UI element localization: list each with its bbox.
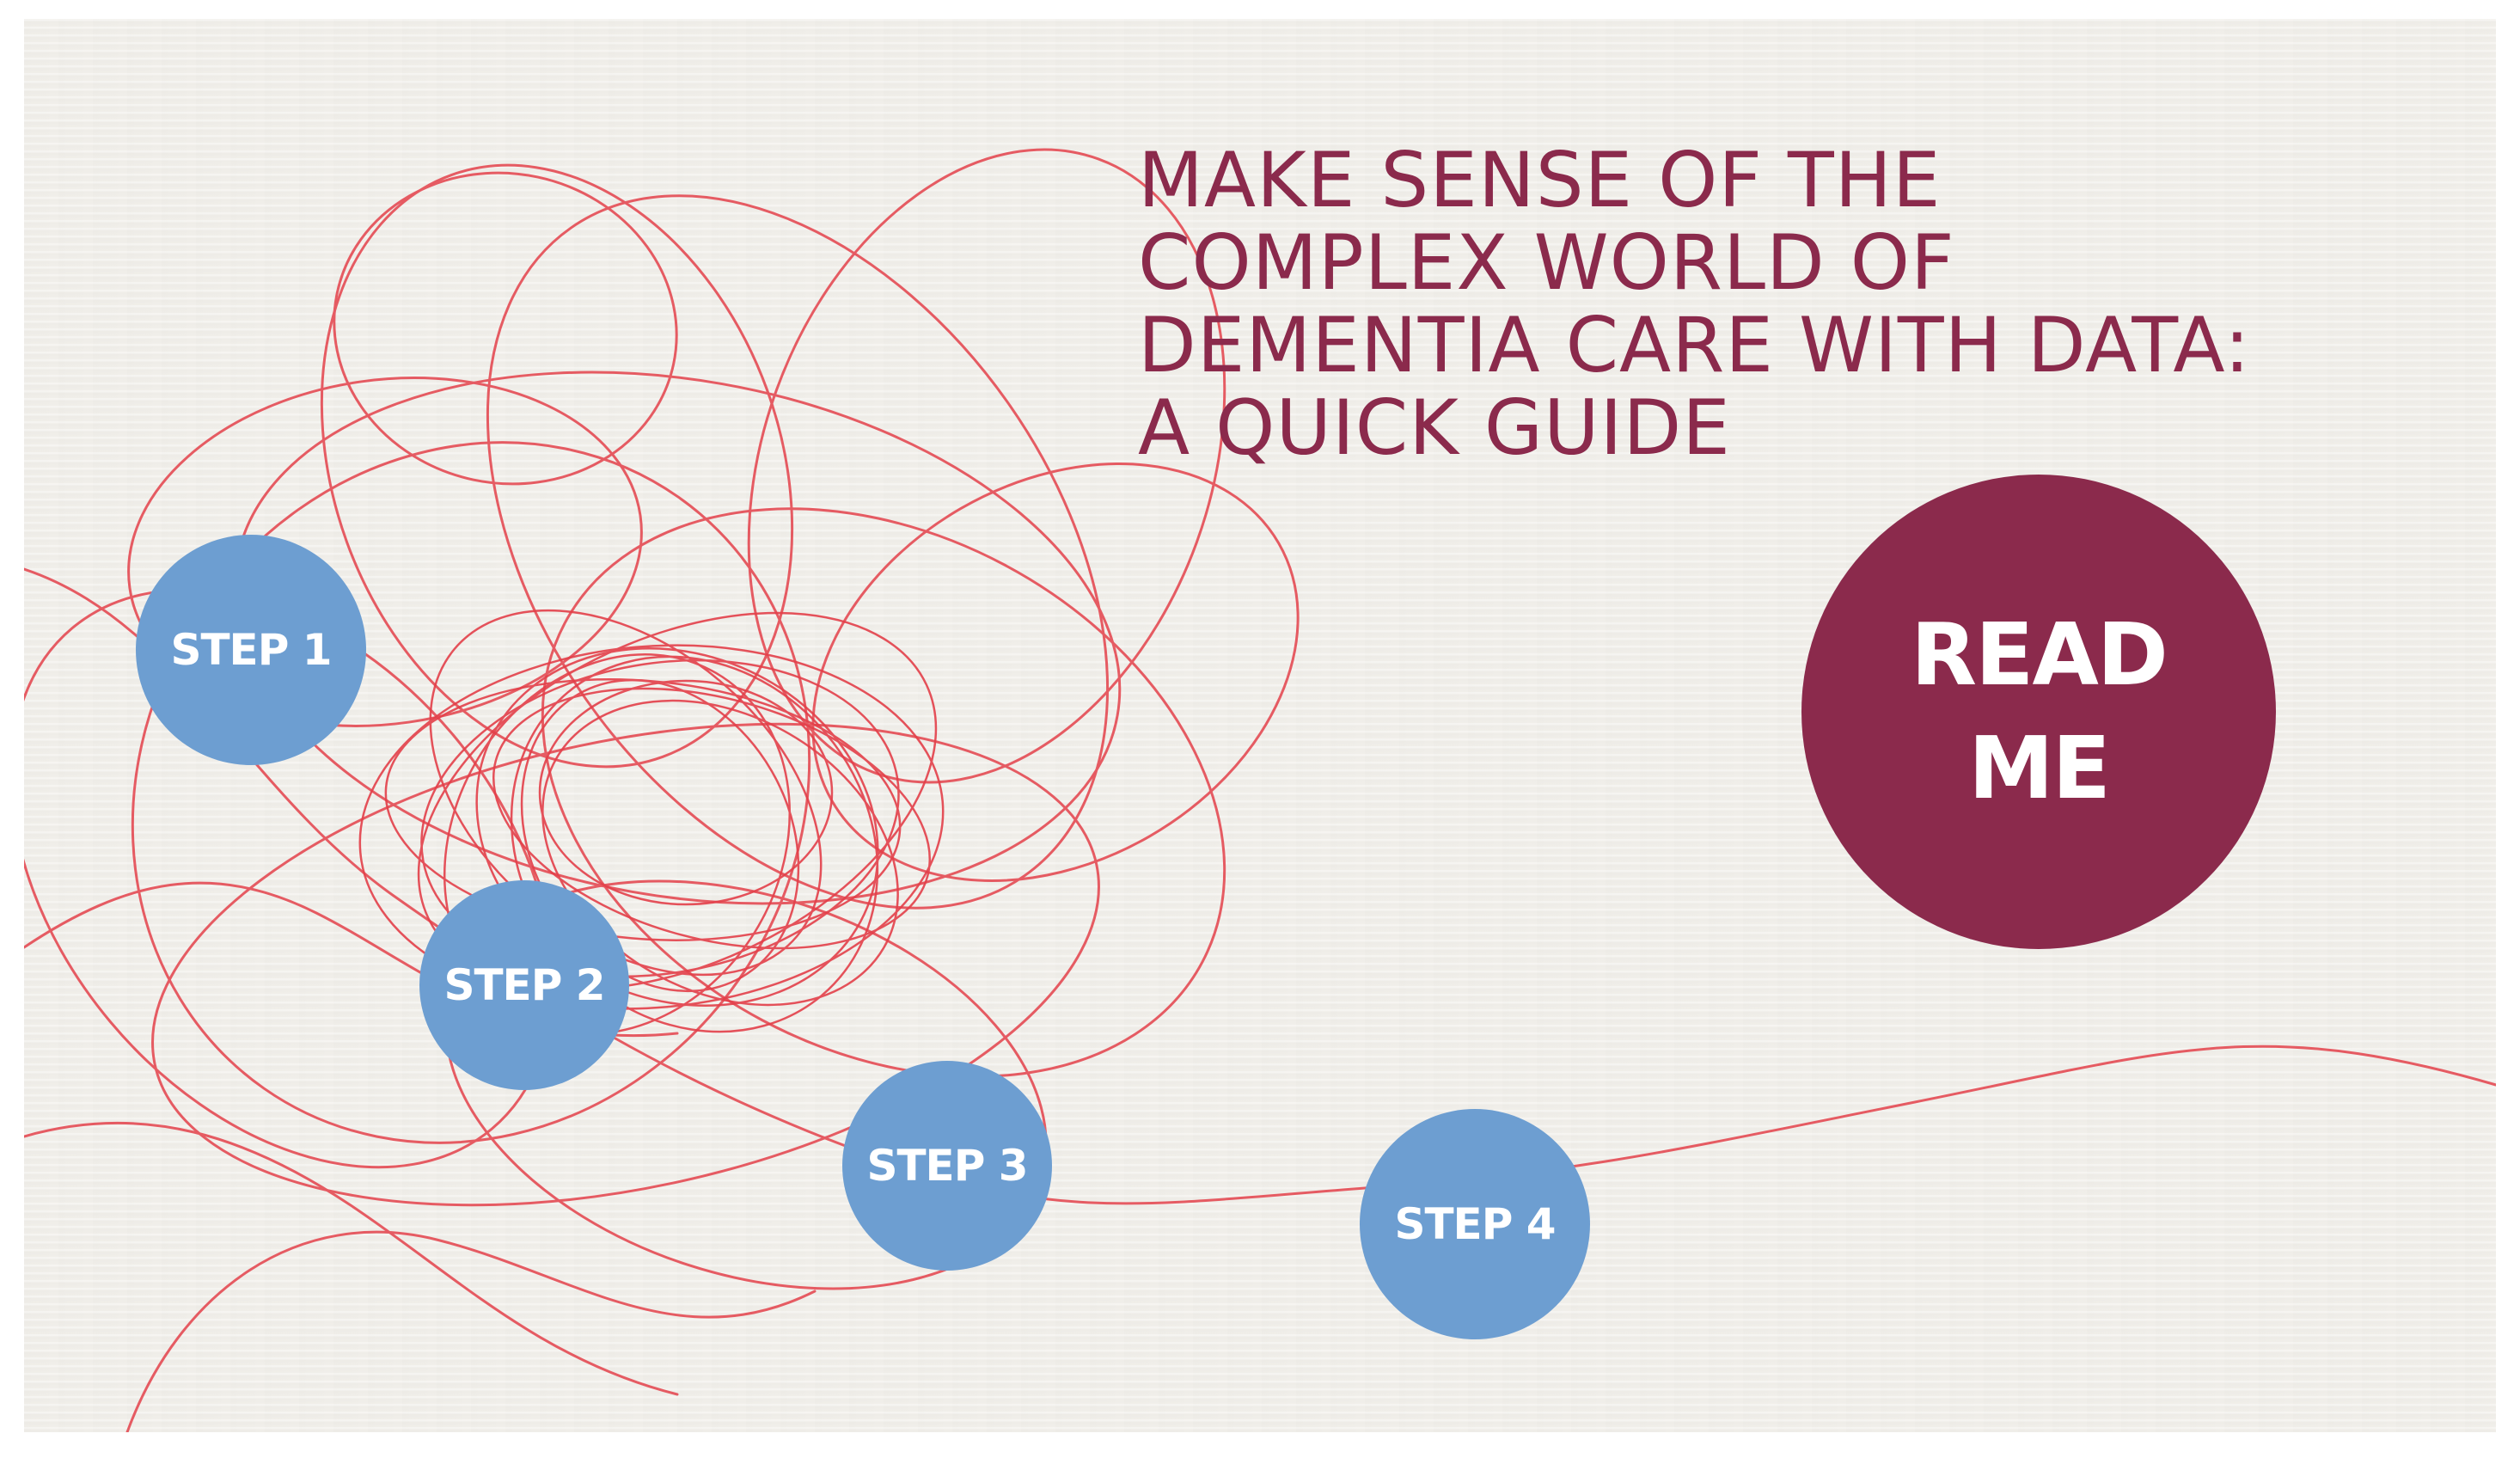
step-1-button[interactable]: STEP 1 — [136, 535, 366, 765]
title-line: A QUICK GUIDE — [1138, 383, 1731, 472]
read-me-button[interactable]: READ ME — [1801, 475, 2276, 949]
step-2-button[interactable]: STEP 2 — [419, 880, 629, 1090]
title-line: DEMENTIA CARE WITH DATA: — [1138, 301, 2251, 389]
title-line: COMPLEX WORLD OF — [1138, 218, 1955, 307]
step-3-button[interactable]: STEP 3 — [842, 1061, 1052, 1271]
read-me-label: ME — [1968, 718, 2111, 818]
page-title: MAKE SENSE OF THE COMPLEX WORLD OF DEMEN… — [1138, 139, 2427, 469]
read-me-label: READ — [1911, 604, 2168, 705]
tangled-thread-icon — [24, 148, 2496, 1432]
title-line: MAKE SENSE OF THE — [1138, 136, 1942, 224]
step-4-button[interactable]: STEP 4 — [1360, 1109, 1590, 1339]
banner: MAKE SENSE OF THE COMPLEX WORLD OF DEMEN… — [24, 19, 2496, 1432]
